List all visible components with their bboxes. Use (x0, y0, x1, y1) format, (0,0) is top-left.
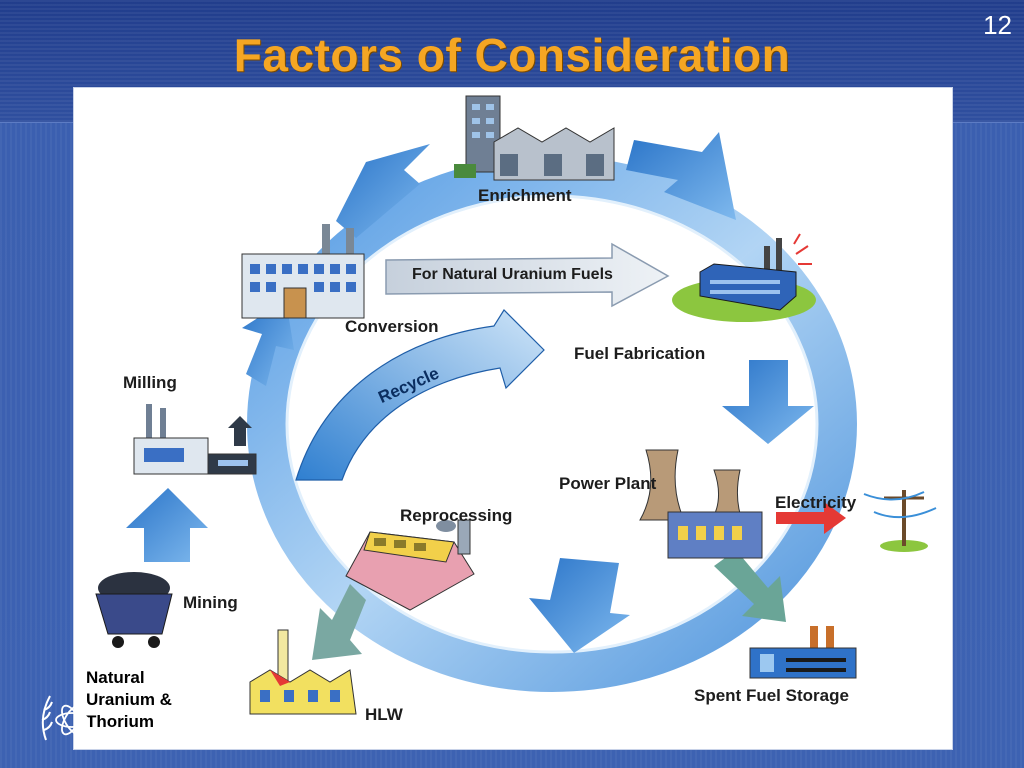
arrow-milling-to-conversion (242, 300, 294, 386)
arrow-electricity (776, 502, 846, 534)
enrichment-factory-icon (454, 95, 615, 181)
arrow-mining-to-milling (126, 488, 208, 562)
arrow-enrichment-to-fabrication (626, 132, 736, 220)
spent-fuel-storage-label: Spent Fuel Storage (694, 686, 849, 705)
fuel-fabrication-label: Fuel Fabrication (574, 344, 706, 363)
natural-uranium-fuels-label: For Natural Uranium Fuels (412, 266, 613, 283)
milling-label: Milling (123, 373, 177, 392)
reprocessing-plant-icon (345, 519, 475, 611)
conversion-label: Conversion (345, 317, 439, 336)
fuel-cycle-diagram: Recycle Enrichment For Natural Uranium F… (73, 87, 953, 750)
arrow-hlw (312, 584, 366, 660)
arrow-spent-fuel (714, 550, 786, 622)
arrow-fabrication-to-plant (722, 360, 814, 444)
conversion-building-icon (241, 224, 365, 319)
iaea-logo-icon (41, 695, 89, 741)
mining-cart-icon (95, 572, 173, 648)
fuel-fabrication-plant-icon (672, 233, 816, 322)
natural-uranium-thorium-label: Natural Uranium & Thorium (86, 668, 172, 731)
arrow-plant-to-reprocessing (529, 558, 630, 653)
power-plant-icon (639, 449, 763, 559)
slide-number: 12 (983, 10, 1012, 40)
hlw-building-icon (249, 629, 357, 715)
reprocessing-label: Reprocessing (400, 506, 513, 525)
cycle-ring-inner (285, 194, 819, 654)
hlw-label: HLW (365, 705, 403, 724)
mining-label: Mining (183, 593, 238, 612)
cycle-graphic: Recycle (95, 95, 937, 715)
milling-plant-icon (133, 404, 257, 475)
arrow-natural-uranium-fuels (385, 242, 670, 308)
arrow-recycle (295, 309, 545, 481)
slide-title: Factors of Consideration (233, 29, 791, 81)
enrichment-label: Enrichment (478, 186, 572, 205)
power-plant-label: Power Plant (559, 474, 657, 493)
electricity-label: Electricity (775, 493, 857, 512)
arrow-conversion-to-enrichment (336, 144, 430, 238)
spent-fuel-storage-icon (749, 626, 857, 679)
electricity-pole-icon (863, 490, 937, 552)
